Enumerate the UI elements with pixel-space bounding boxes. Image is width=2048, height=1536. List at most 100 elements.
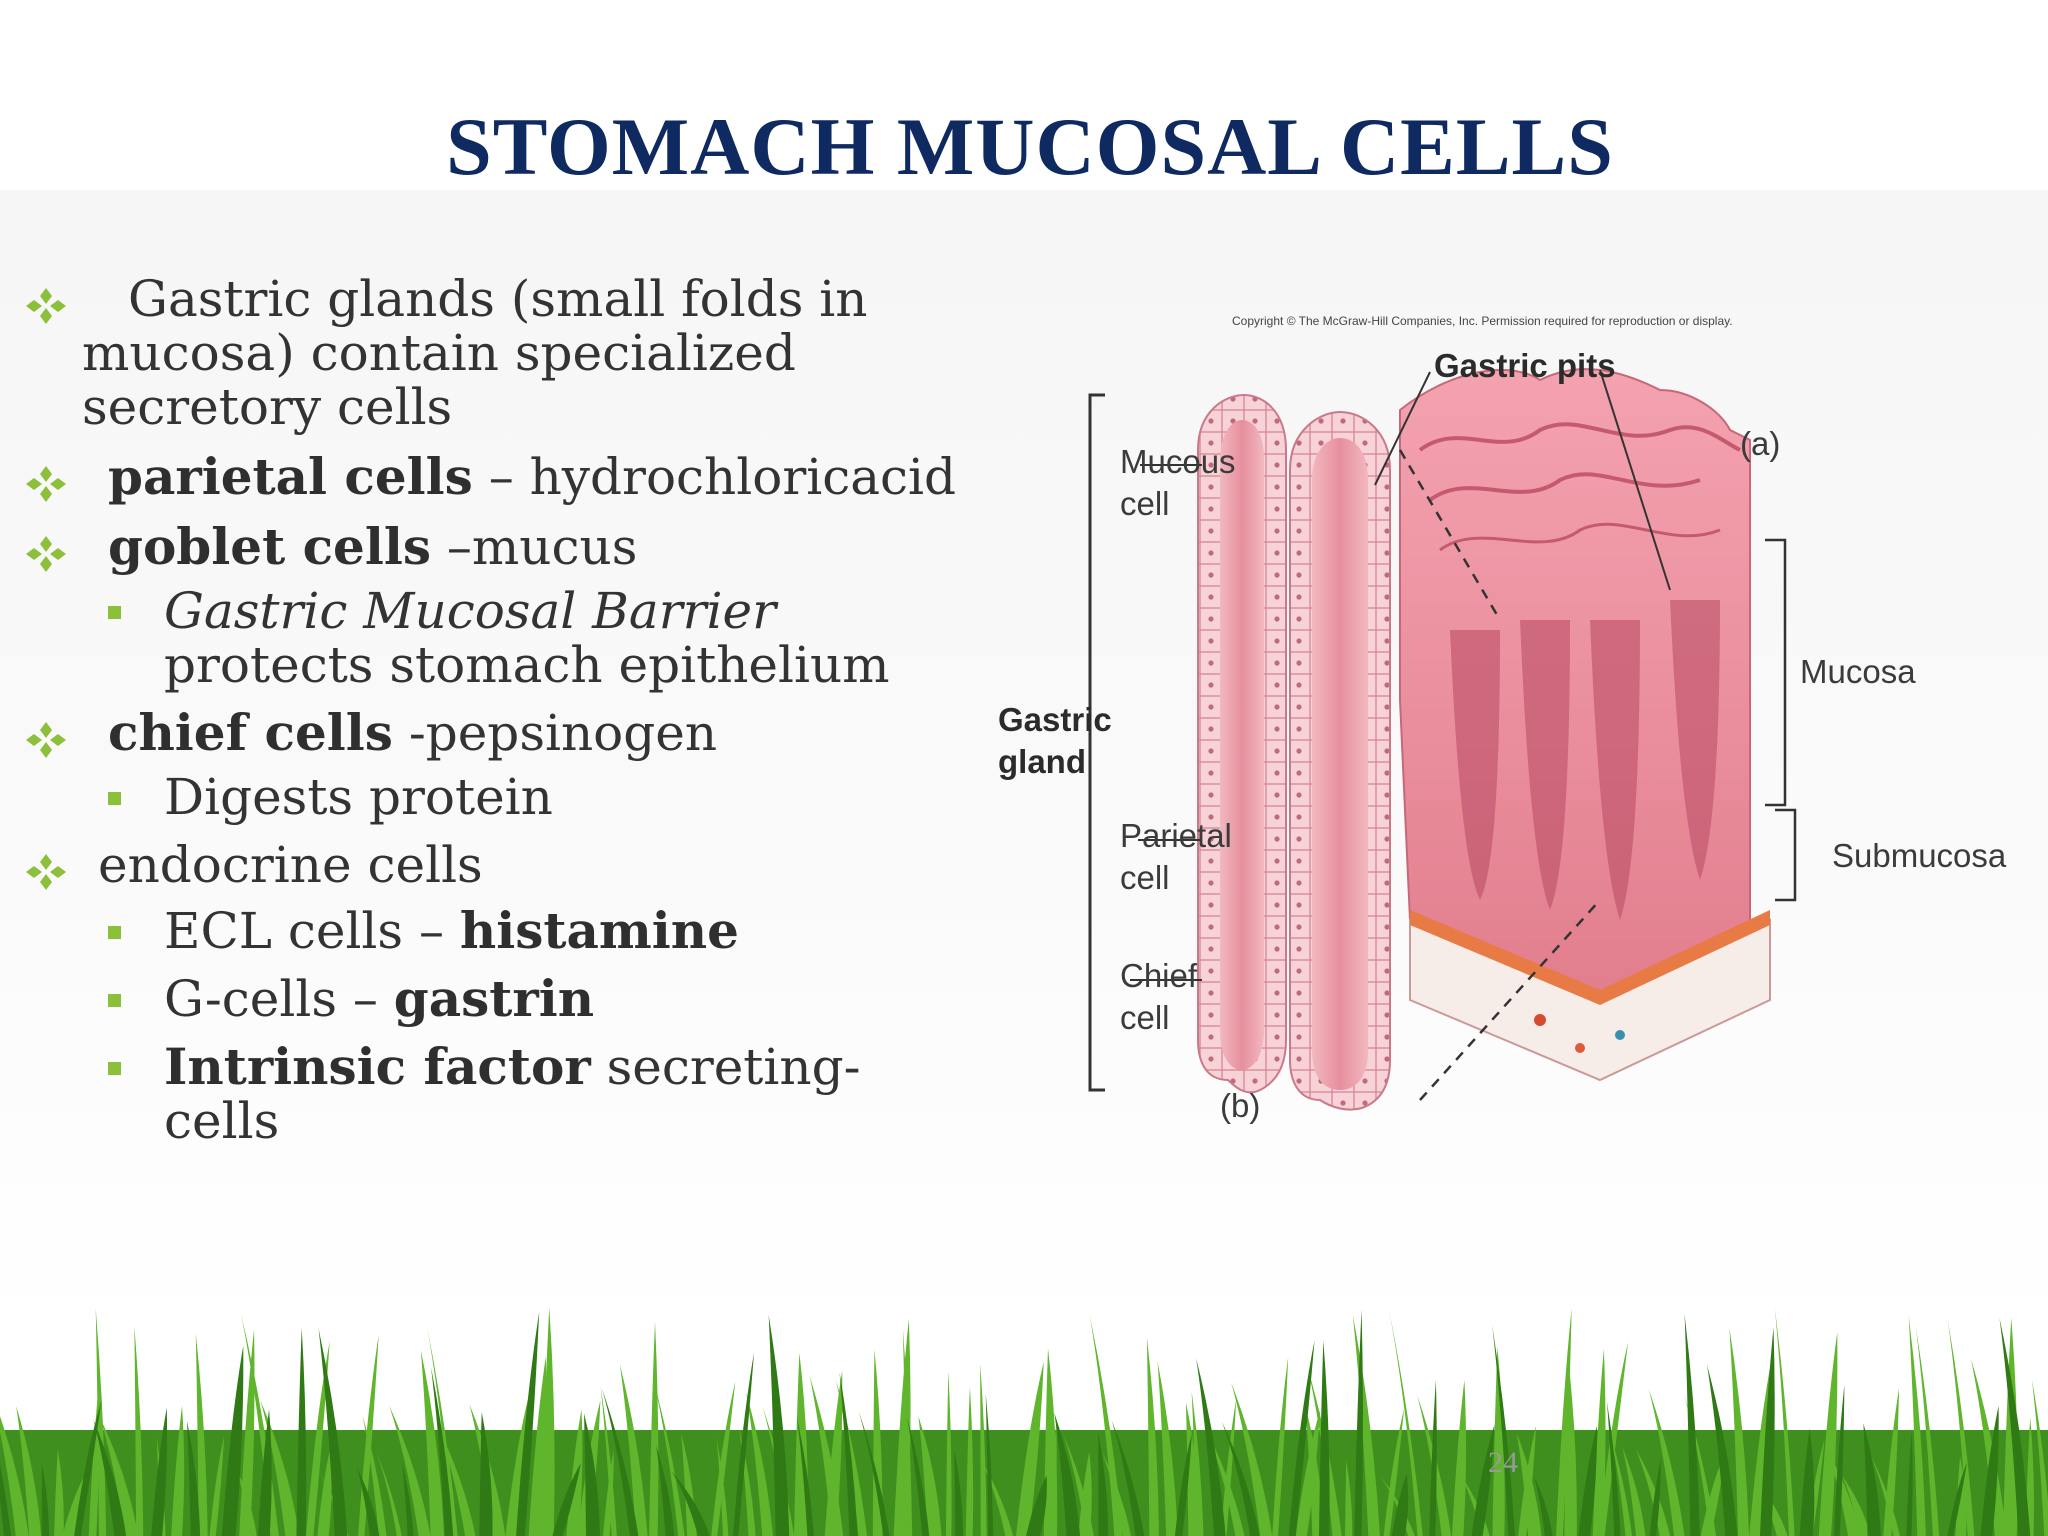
grass-blade bbox=[1870, 1454, 1900, 1536]
bullet-text: secreting-cells bbox=[164, 1038, 861, 1150]
grass-blade bbox=[1818, 1332, 1838, 1536]
grass-blade bbox=[809, 1376, 844, 1536]
grass-blade bbox=[505, 1391, 530, 1536]
grass-blade bbox=[1610, 1433, 1632, 1536]
grass-blade bbox=[95, 1308, 107, 1536]
grass-blade bbox=[134, 1325, 144, 1536]
grass-blade bbox=[1429, 1379, 1437, 1536]
grass-blade bbox=[317, 1449, 332, 1536]
slide-title: STOMACH MUCOSAL CELLS bbox=[446, 101, 1614, 192]
grass-blade bbox=[426, 1326, 458, 1536]
bullet-text: ECL cells – bbox=[164, 902, 460, 960]
grass-blade bbox=[1516, 1433, 1542, 1536]
grass-blade bbox=[1318, 1340, 1330, 1536]
sub-bullet-mucosal-barrier: Gastric Mucosal Barrier protects stomach… bbox=[24, 584, 974, 692]
grass-blade bbox=[195, 1333, 208, 1536]
grass-blade bbox=[74, 1400, 102, 1536]
grass-decoration bbox=[0, 1306, 2048, 1536]
grass-blade bbox=[1205, 1427, 1245, 1536]
grass-blade bbox=[796, 1416, 814, 1536]
grass-blade bbox=[362, 1415, 387, 1536]
grass-blade bbox=[1191, 1391, 1204, 1536]
label-submucosa: Submucosa bbox=[1832, 837, 2007, 874]
grass-blade bbox=[420, 1350, 444, 1536]
grass-blade bbox=[1606, 1401, 1621, 1536]
grass-blade bbox=[1157, 1361, 1178, 1536]
grass-blade bbox=[1970, 1358, 2007, 1536]
grass-blade bbox=[1906, 1429, 1913, 1536]
grass-blade bbox=[980, 1363, 987, 1536]
grass-blade bbox=[528, 1356, 547, 1536]
bullet-text: –mucus bbox=[430, 518, 638, 576]
grass-blade bbox=[1492, 1347, 1505, 1536]
grass-blade bbox=[257, 1409, 272, 1536]
bullet-term: histamine bbox=[459, 901, 739, 960]
diamond-bullet-icon bbox=[26, 466, 66, 502]
bullet-goblet-cells: goblet cells –mucus bbox=[24, 520, 974, 574]
grass-blade bbox=[858, 1410, 890, 1536]
grass-blade bbox=[711, 1381, 736, 1536]
grass-blade bbox=[1947, 1461, 1968, 1536]
grass-blade bbox=[2031, 1379, 2048, 1536]
grass-blade bbox=[1098, 1432, 1109, 1536]
grass-blade bbox=[401, 1461, 414, 1536]
grass-blade bbox=[16, 1406, 42, 1536]
grass-blade bbox=[1452, 1380, 1467, 1536]
label-parietal-cell-1: Parietal bbox=[1120, 817, 1232, 854]
bullet-term: gastrin bbox=[393, 969, 595, 1028]
grass-blade bbox=[918, 1416, 942, 1536]
grass-blade bbox=[1174, 1433, 1192, 1536]
grass-blade bbox=[1196, 1358, 1226, 1536]
gastric-gland-illustration bbox=[1088, 368, 1797, 1111]
square-bullet-icon bbox=[108, 926, 121, 939]
grass-blade bbox=[171, 1405, 185, 1536]
grass-blade bbox=[1841, 1475, 1871, 1536]
grass-blade bbox=[306, 1341, 330, 1536]
grass-blade bbox=[356, 1467, 380, 1536]
grass-blade bbox=[1564, 1356, 1577, 1536]
grass-blade bbox=[1684, 1313, 1700, 1536]
square-bullet-icon bbox=[108, 606, 121, 619]
grass-blade bbox=[1471, 1424, 1495, 1536]
grass-blade bbox=[1288, 1340, 1315, 1536]
grass-blade bbox=[1648, 1389, 1685, 1536]
grass-blade bbox=[1533, 1475, 1553, 1536]
grass-blade bbox=[1231, 1382, 1273, 1536]
grass-blade bbox=[653, 1379, 685, 1536]
grass-blade bbox=[1295, 1410, 1320, 1536]
sub-bullet-g-cells: G-cells – gastrin bbox=[24, 972, 974, 1026]
grass-blade bbox=[656, 1445, 675, 1536]
grass-blade bbox=[1729, 1327, 1750, 1536]
bullet-parietal-cells: parietal cells – hydrochloricacid bbox=[24, 450, 974, 504]
bullet-term: goblet cells bbox=[108, 517, 431, 576]
grass-blade bbox=[389, 1405, 431, 1536]
diamond-bullet-icon bbox=[26, 536, 66, 572]
bullet-text: – hydrochloricacid bbox=[472, 448, 957, 506]
grass-blade bbox=[1391, 1473, 1409, 1536]
grass-blade bbox=[839, 1372, 858, 1536]
grass-blade bbox=[221, 1345, 244, 1536]
bullet-term: Gastric Mucosal Barrier bbox=[164, 582, 776, 640]
bullet-list: Gastric glands (small folds in mucosa) c… bbox=[24, 272, 974, 1162]
sub-bullet-ecl-cells: ECL cells – histamine bbox=[24, 904, 974, 958]
grass-blade bbox=[541, 1307, 555, 1536]
grass-blade bbox=[716, 1438, 729, 1536]
grass-blade bbox=[1915, 1327, 1940, 1536]
sub-bullet-digests-protein: Digests protein bbox=[24, 770, 974, 824]
grass-blade bbox=[1063, 1434, 1094, 1536]
grass-blade bbox=[186, 1420, 201, 1536]
grass-blade bbox=[619, 1364, 648, 1536]
label-gastric-pits: Gastric pits bbox=[1434, 347, 1616, 384]
square-bullet-icon bbox=[108, 994, 121, 1007]
grass-blade bbox=[671, 1471, 710, 1536]
bullet-term: parietal cells bbox=[108, 447, 473, 506]
bullet-term: Intrinsic factor bbox=[164, 1037, 591, 1096]
grass-blade bbox=[552, 1463, 581, 1536]
grass-blade bbox=[209, 1435, 225, 1536]
grass-blade bbox=[1111, 1420, 1145, 1536]
grass-blade bbox=[1146, 1337, 1159, 1536]
grass-blade bbox=[1947, 1319, 1975, 1536]
grass-blade bbox=[649, 1321, 659, 1536]
grass-blade bbox=[601, 1388, 639, 1536]
